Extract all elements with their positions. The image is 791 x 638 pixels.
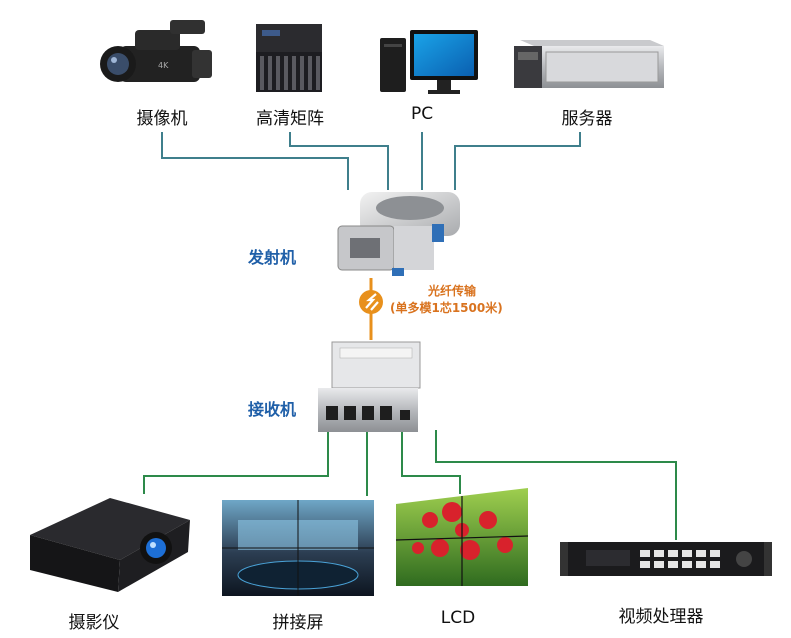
projector-label: 摄影仪 (56, 608, 132, 633)
server-icon (514, 40, 664, 88)
desktop-pc-icon (380, 30, 478, 94)
transmitter-label: 发射机 (248, 244, 296, 268)
fiber-icon (359, 290, 383, 314)
matrix-label: 高清矩阵 (244, 104, 336, 129)
transmitter-device-icon (338, 192, 460, 276)
receiver-device-icon (318, 342, 420, 432)
svg-text:4K: 4K (158, 61, 169, 70)
server-label: 服务器 (548, 104, 626, 129)
fiber-label-line2: (单多模1芯1500米) (390, 299, 503, 316)
projector-icon (30, 498, 190, 592)
matrix-link (290, 132, 388, 190)
projector-link (144, 430, 328, 494)
fiber-label-line1: 光纤传输 (428, 282, 476, 299)
server-link (455, 132, 580, 190)
splice-wall-label: 拼接屏 (258, 608, 338, 633)
video-processor-label: 视频处理器 (606, 602, 716, 627)
lcd-wall-icon (396, 488, 528, 586)
receiver-label: 接收机 (248, 396, 296, 420)
camcorder-icon: 4K (100, 20, 212, 82)
matrix-switcher-icon (256, 24, 322, 92)
camera-label: 摄像机 (127, 104, 197, 129)
camera-link (162, 132, 348, 190)
lcd-label: LCD (430, 608, 486, 628)
video-wall-icon (222, 500, 374, 596)
pc-label: PC (402, 104, 442, 124)
input-connection-lines (162, 132, 580, 190)
video-processor-icon (560, 542, 772, 576)
